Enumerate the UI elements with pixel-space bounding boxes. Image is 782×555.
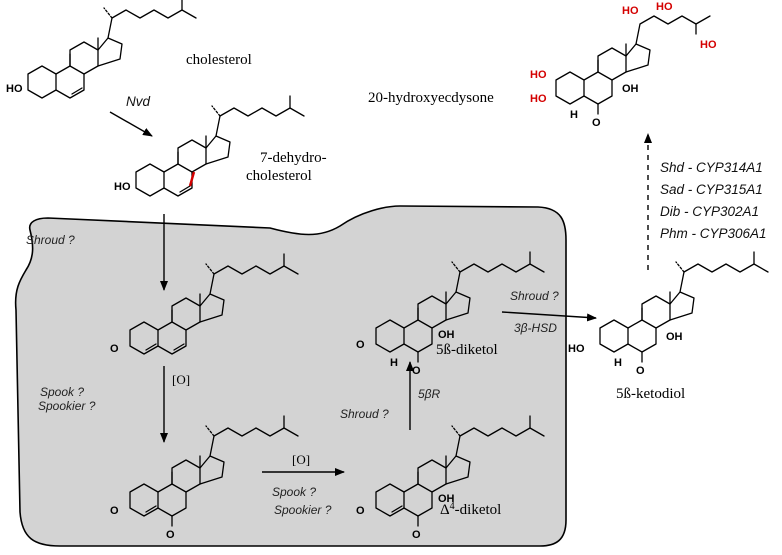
ho-label-cholesterol: HO (6, 83, 23, 95)
o-label-20e: O (592, 117, 601, 129)
label-o-2: [O] (292, 452, 310, 467)
label-shd: Shd - CYP314A1 (660, 160, 763, 175)
label-shroud-1: Shroud ? (26, 233, 75, 247)
label-3b-hsd: 3β-HSD (514, 321, 557, 335)
cholesterol-structure: HO (6, 0, 197, 99)
label-7-dehydro: 7-dehydro- (260, 150, 327, 166)
hydroxyecdysone-structure: HO HO HO HO HO O H OH (530, 1, 717, 129)
hsd-arrow (501, 311, 597, 322)
o-label-int1: O (110, 343, 119, 355)
label-20-hydroxyecdysone: 20-hydroxyecdysone (368, 90, 494, 106)
oh-label-20e: OH (622, 83, 639, 95)
label-5br: 5βR (418, 387, 441, 401)
h-label-20e: H (570, 109, 578, 121)
oh-label-kd: OH (666, 331, 683, 343)
o-label-5bd-b: O (412, 365, 421, 377)
dehydrocholesterol-structure: HO (114, 95, 305, 197)
5b-diketol-structure: O O H OH (356, 251, 545, 377)
o-label-d4a: O (356, 505, 365, 517)
o-label-d4b: O (412, 529, 421, 541)
delta4-diketol-structure: O O OH (356, 415, 545, 541)
o-label-kd: O (636, 365, 645, 377)
ho-label-dehydro: HO (114, 181, 131, 193)
label-delta4-diketol: Δ4-diketol (440, 501, 501, 519)
shaded-region (14, 205, 567, 547)
label-nvd: Nvd (126, 94, 150, 109)
label-spookier-2: Spookier ? (274, 503, 332, 517)
oh-label-d4: OH (438, 493, 455, 505)
label-5b-ketodiol: 5ß-ketodiol (616, 386, 685, 402)
label-o-1: [O] (172, 372, 190, 387)
label-spook-1: Spook ? (40, 385, 84, 399)
o-label-int2b: O (166, 529, 175, 541)
label-cholesterol-2: cholesterol (246, 168, 312, 184)
oh-red-20: HO (622, 5, 639, 17)
label-sad: Sad - CYP315A1 (660, 182, 763, 197)
label-phm: Phm - CYP306A1 (660, 226, 767, 241)
h-label-kd: H (614, 357, 622, 369)
o-label-int2a: O (110, 505, 119, 517)
oh-red-22: HO (656, 1, 673, 13)
o-label-5bd-a: O (356, 339, 365, 351)
oh-red-3: HO (530, 93, 547, 105)
h-label-5bd: H (390, 357, 398, 369)
label-dib: Dib - CYP302A1 (660, 204, 759, 219)
oh-red-25: HO (700, 39, 717, 51)
label-shroud-2: Shroud ? (340, 407, 389, 421)
intermediate-2-structure: O O (110, 415, 299, 541)
label-spook-2: Spook ? (272, 485, 316, 499)
nvd-arrow (109, 111, 153, 137)
intermediate-1-structure: O (110, 253, 299, 355)
label-cholesterol: cholesterol (186, 52, 252, 68)
label-5b-diketol: 5ß-diketol (436, 342, 498, 358)
5b-ketodiol-structure: HO O H OH (568, 251, 769, 377)
oh-red-2: HO (530, 69, 547, 81)
ho-label-kd: HO (568, 343, 585, 355)
label-spookier-1: Spookier ? (38, 399, 96, 413)
oh-label-5bd: OH (438, 329, 455, 341)
label-shroud-3: Shroud ? (510, 289, 559, 303)
